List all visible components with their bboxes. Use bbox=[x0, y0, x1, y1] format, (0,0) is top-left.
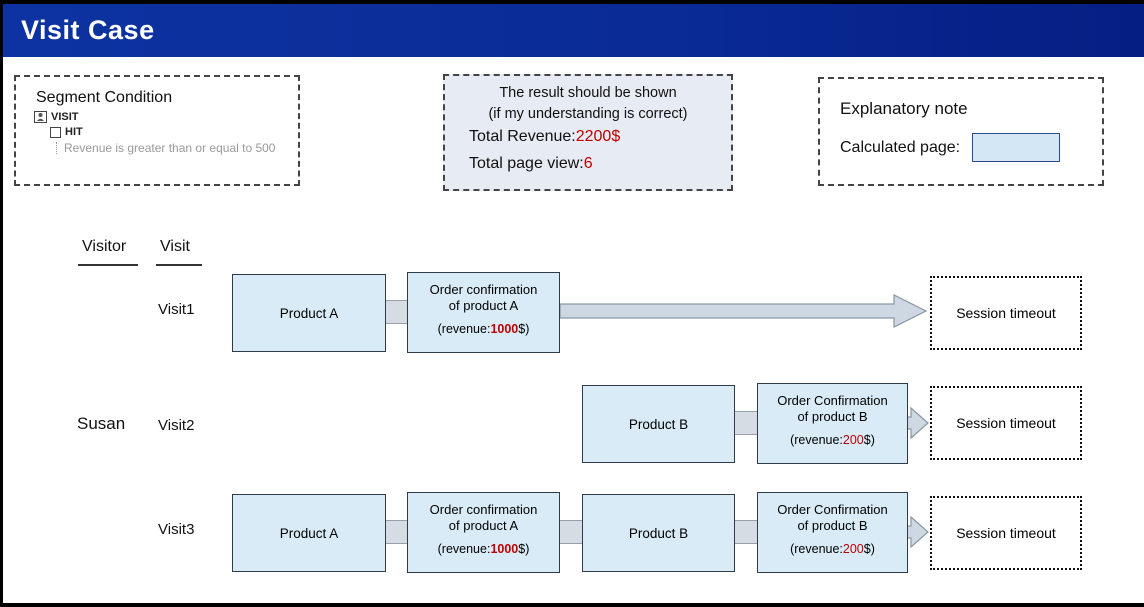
visit3-revenue-a-line: (revenue:1000$) bbox=[408, 542, 559, 558]
visit3-order-a-line2: of product A bbox=[448, 518, 519, 534]
slide-top-edge bbox=[0, 0, 1144, 4]
visit2-revenue-suffix: $) bbox=[863, 432, 875, 447]
visit1-session-timeout-box: Session timeout bbox=[930, 276, 1082, 350]
title-bar: Visit Case bbox=[0, 4, 1144, 57]
segment-condition-box: Segment Condition VISIT HIT Revenue is g… bbox=[14, 75, 300, 186]
visit2-order-line2: of product B bbox=[797, 409, 868, 425]
visit3-connector-2 bbox=[559, 520, 583, 544]
visit3-order-b-line1: Order Confirmation bbox=[777, 502, 888, 517]
visit3-product-a-label: Product A bbox=[279, 525, 339, 541]
visitor-name: Susan bbox=[77, 414, 126, 433]
slide-bottom-edge bbox=[0, 603, 1144, 607]
visit1-session-timeout-label: Session timeout bbox=[956, 305, 1056, 321]
explanatory-note-title: Explanatory note bbox=[840, 99, 968, 118]
slide-left-edge bbox=[0, 0, 3, 607]
visit3-label: Visit3 bbox=[158, 521, 195, 538]
calculated-page-label: Calculated page: bbox=[840, 138, 961, 156]
visit3-revenue-a-prefix: (revenue: bbox=[437, 541, 491, 556]
visit2-revenue-value: 200 bbox=[842, 432, 864, 447]
visit3-revenue-b-value: 200 bbox=[842, 541, 864, 556]
visit1-revenue-suffix: $) bbox=[518, 321, 530, 336]
visit1-product-a-label: Product A bbox=[279, 305, 339, 321]
column-header-visit: Visit bbox=[156, 238, 202, 266]
visit2-order-confirmation-box: Order Confirmation of product B (revenue… bbox=[757, 383, 908, 464]
visit3-product-b-label: Product B bbox=[628, 525, 689, 541]
visit2-revenue-prefix: (revenue: bbox=[790, 432, 843, 447]
visit2-session-timeout-box: Session timeout bbox=[930, 386, 1082, 460]
visit2-session-timeout-label: Session timeout bbox=[956, 415, 1056, 431]
segment-tree: VISIT HIT Revenue is greater than or equ… bbox=[26, 111, 298, 155]
total-revenue-label: Total Revenue: bbox=[469, 128, 576, 145]
visit2-product-b-label: Product B bbox=[628, 416, 689, 432]
visit3-revenue-b-prefix: (revenue: bbox=[790, 541, 843, 556]
segment-tree-hit-row: HIT bbox=[50, 126, 298, 138]
visit2-revenue-line: (revenue:200$) bbox=[758, 433, 907, 449]
visit1-session-arrow bbox=[560, 294, 928, 328]
visit1-label: Visit1 bbox=[158, 301, 195, 318]
page-title: Visit Case bbox=[21, 15, 155, 45]
visit1-order-line1: Order confirmation bbox=[429, 282, 538, 297]
segment-tree-visit-row: VISIT bbox=[34, 111, 298, 123]
visit3-revenue-b-suffix: $) bbox=[863, 541, 875, 556]
visit3-product-b-box: Product B bbox=[582, 494, 735, 572]
visit3-session-timeout-label: Session timeout bbox=[956, 525, 1056, 541]
visit3-product-a-box: Product A bbox=[232, 494, 386, 572]
tree-branch-tick bbox=[56, 142, 57, 154]
visit2-session-arrow bbox=[906, 406, 929, 440]
hit-checkbox-icon bbox=[50, 126, 61, 138]
visit1-revenue-line: (revenue:1000$) bbox=[408, 322, 559, 338]
visit3-revenue-a-value: 1000 bbox=[490, 541, 519, 556]
calculated-page-legend-swatch bbox=[972, 133, 1061, 162]
total-revenue-line: Total Revenue:2200$ bbox=[469, 128, 731, 146]
visit3-order-b-line2: of product B bbox=[797, 518, 868, 534]
segment-tree-rule-row: Revenue is greater than or equal to 500 bbox=[56, 141, 298, 155]
total-pageview-value: 6 bbox=[583, 155, 593, 172]
visit2-label: Visit2 bbox=[158, 417, 195, 434]
visit3-connector-3 bbox=[734, 520, 758, 544]
result-note-line2: (if my understanding is correct) bbox=[488, 106, 688, 122]
visit3-order-a-line1: Order confirmation bbox=[429, 502, 538, 517]
visit3-session-timeout-box: Session timeout bbox=[930, 496, 1082, 570]
total-revenue-value: 2200$ bbox=[575, 128, 621, 145]
column-header-visitor: Visitor bbox=[78, 238, 139, 266]
total-pageview-label: Total page view: bbox=[469, 155, 584, 172]
visit2-connector-1 bbox=[734, 411, 758, 435]
visit3-order-confirmation-a-box: Order confirmation of product A (revenue… bbox=[407, 492, 560, 573]
visit1-connector-1 bbox=[385, 300, 408, 324]
visit1-order-line2: of product A bbox=[448, 298, 519, 314]
total-pageview-line: Total page view:6 bbox=[469, 155, 731, 173]
result-note-line1: The result should be shown bbox=[499, 85, 677, 101]
visit1-product-a-box: Product A bbox=[232, 274, 386, 352]
visit2-product-b-box: Product B bbox=[582, 385, 735, 463]
visit3-session-arrow bbox=[906, 515, 929, 549]
visit1-revenue-value: 1000 bbox=[490, 321, 519, 336]
hit-node-label: HIT bbox=[65, 126, 83, 138]
visit1-revenue-prefix: (revenue: bbox=[437, 321, 491, 336]
visit1-order-confirmation-box: Order confirmation of product A (revenue… bbox=[407, 272, 560, 353]
visit-node-label: VISIT bbox=[51, 111, 79, 123]
expected-result-box: The result should be shown (if my unders… bbox=[443, 74, 733, 191]
visit3-revenue-b-line: (revenue:200$) bbox=[758, 542, 907, 558]
visit3-order-confirmation-b-box: Order Confirmation of product B (revenue… bbox=[757, 492, 908, 573]
visit3-revenue-a-suffix: $) bbox=[518, 541, 530, 556]
segment-rule-text: Revenue is greater than or equal to 500 bbox=[64, 141, 276, 155]
explanatory-note-box: Explanatory note Calculated page: bbox=[818, 77, 1104, 186]
visit-icon bbox=[34, 111, 47, 123]
segment-condition-title: Segment Condition bbox=[36, 89, 173, 106]
calculated-page-row: Calculated page: bbox=[840, 133, 1102, 162]
visit3-connector-1 bbox=[385, 520, 408, 544]
visit2-order-line1: Order Confirmation bbox=[777, 393, 888, 408]
